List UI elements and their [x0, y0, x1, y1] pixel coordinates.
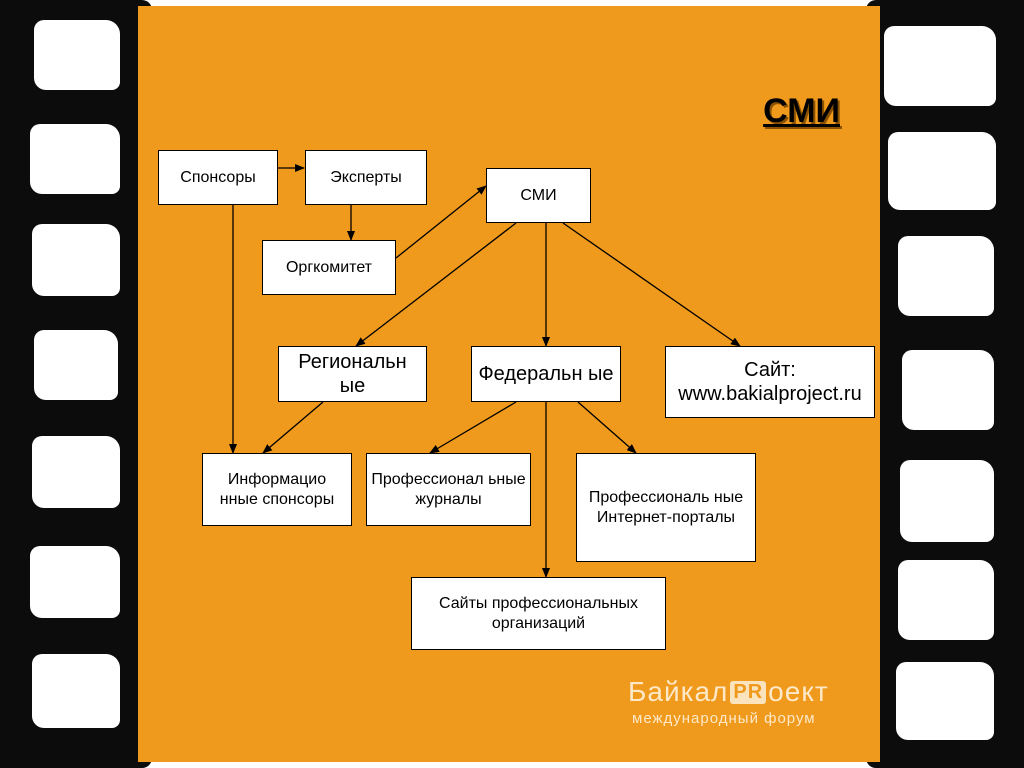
- film-hole: [34, 20, 120, 90]
- arrow-federal-to-portals: [577, 401, 637, 454]
- film-hole: [32, 654, 120, 728]
- node-prof-journals: Профессионал ьные журналы: [366, 453, 531, 526]
- film-hole: [898, 560, 994, 640]
- node-info-sponsors: Информацио нные спонсоры: [202, 453, 352, 526]
- film-hole: [34, 330, 118, 400]
- film-strip-left: [0, 0, 152, 768]
- film-hole: [900, 460, 994, 542]
- film-hole: [30, 546, 120, 618]
- film-hole: [896, 662, 994, 740]
- node-website: Сайт: www.bakialproject.ru: [665, 346, 875, 418]
- node-experts: Эксперты: [305, 150, 427, 205]
- film-hole: [884, 26, 996, 106]
- arrow-media-to-website: [562, 222, 741, 347]
- logo-word-start: Байкал: [628, 676, 729, 707]
- arrow-federal-to-journals: [429, 401, 517, 454]
- film-hole: [30, 124, 120, 194]
- slide-title: СМИ: [763, 92, 840, 130]
- arrow-regional-to-info-sponsors: [262, 401, 324, 454]
- arrow-media-to-regional: [355, 222, 517, 347]
- film-hole: [902, 350, 994, 430]
- film-strip-right: [866, 0, 1024, 768]
- logo-pr-badge: PR: [730, 681, 767, 704]
- node-prof-portals: Профессиональ ные Интернет-порталы: [576, 453, 756, 562]
- node-federal: Федеральн ые: [471, 346, 621, 402]
- node-sponsors: Спонсоры: [158, 150, 278, 205]
- node-orgcommittee: Оргкомитет: [262, 240, 396, 295]
- logo-subtitle: международный форум: [632, 710, 816, 727]
- arrow-orgcommittee-to-media: [395, 185, 487, 259]
- node-regional: Региональн ые: [278, 346, 427, 402]
- film-hole: [898, 236, 994, 316]
- film-hole: [32, 224, 120, 296]
- logo-word-end: оект: [768, 676, 829, 707]
- node-media: СМИ: [486, 168, 591, 223]
- film-hole: [32, 436, 120, 508]
- node-prof-org-sites: Сайты профессиональных организаций: [411, 577, 666, 650]
- film-hole: [888, 132, 996, 210]
